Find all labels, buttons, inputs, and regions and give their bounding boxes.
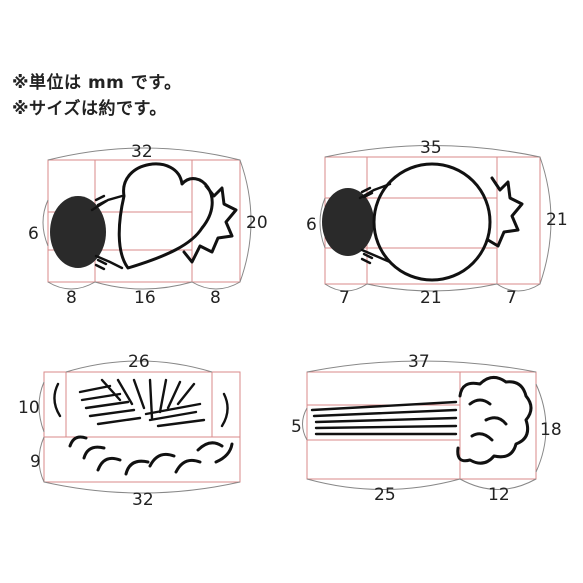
stamp2-width-label: 35 bbox=[420, 138, 442, 158]
smoke-puff bbox=[456, 376, 533, 465]
burst-lines-2 bbox=[486, 176, 524, 248]
sun-rays bbox=[53, 378, 229, 428]
stamp1-bottom-label-left: 8 bbox=[66, 288, 77, 308]
stamp1-bottom-arcs bbox=[47, 281, 241, 290]
stamp4-outline-box bbox=[306, 371, 537, 480]
stamp4-bottom-arcs bbox=[306, 478, 537, 490]
sunrays-cloud-stamp: 26 10 9 32 bbox=[18, 352, 241, 510]
stamp4-right-arc bbox=[535, 383, 547, 473]
girl-hair bbox=[50, 196, 106, 268]
stamp2-bottom-label-left: 7 bbox=[339, 288, 350, 308]
stamp3-left-top-label: 10 bbox=[18, 398, 40, 418]
stamp3-top-arc bbox=[65, 360, 213, 373]
stamp1-width-label: 32 bbox=[131, 142, 153, 162]
round-balloon bbox=[372, 162, 492, 282]
cloud-scallops bbox=[68, 435, 234, 476]
speedlines-smoke-stamp: 37 5 18 25 12 bbox=[291, 352, 562, 505]
stamp2-bottom-arcs bbox=[324, 283, 541, 292]
stamp4-left-label: 5 bbox=[291, 417, 302, 437]
stamp3-outline-box bbox=[43, 371, 241, 483]
girl-sleeves-2 bbox=[360, 186, 374, 265]
girl-sleeves bbox=[94, 194, 108, 271]
stamp2-bottom-label-mid: 21 bbox=[420, 288, 442, 308]
stamp3-bottom-arc bbox=[43, 481, 241, 494]
burst-lines bbox=[182, 184, 238, 264]
girl-hair-2 bbox=[322, 188, 374, 256]
girl-arms bbox=[90, 194, 124, 270]
stamp3-top-label: 26 bbox=[128, 352, 150, 372]
stamp2-right-arc bbox=[539, 156, 552, 285]
stamp3-left-arcs bbox=[38, 381, 45, 483]
stamp2-top-arc bbox=[324, 145, 541, 158]
stamp1-height-label: 20 bbox=[246, 213, 268, 233]
stamp3-bottom-label: 32 bbox=[132, 490, 154, 510]
round-balloon-stamp: 35 21 6 7 21 7 bbox=[306, 138, 568, 308]
size-note: ※サイズは約です。 bbox=[12, 99, 167, 119]
stamp1-bottom-label-mid: 16 bbox=[134, 288, 156, 308]
stamp1-side-label: 6 bbox=[28, 224, 39, 244]
stamp4-right-label: 18 bbox=[540, 420, 562, 440]
stamp2-side-label: 6 bbox=[306, 215, 317, 235]
stamp2-left-arc bbox=[319, 197, 326, 249]
stamp4-bottom-label-right: 12 bbox=[488, 485, 510, 505]
stamp1-outline-box bbox=[47, 159, 241, 283]
unit-note: ※単位は mm です。 bbox=[12, 73, 182, 93]
stamp1-right-arc bbox=[239, 159, 252, 283]
stamp1-top-arc bbox=[47, 147, 241, 161]
speed-lines bbox=[310, 400, 458, 436]
heart-balloon bbox=[117, 162, 214, 270]
stamp4-top-arc bbox=[306, 360, 537, 373]
stamp4-width-label: 37 bbox=[408, 352, 430, 372]
heart-balloon-stamp: 32 20 6 8 16 8 bbox=[28, 142, 268, 308]
stamp1-left-arc bbox=[42, 199, 49, 247]
stamp2-bottom-label-right: 7 bbox=[506, 288, 517, 308]
stamp4-bottom-label-left: 25 bbox=[374, 485, 396, 505]
stamp2-height-label: 21 bbox=[546, 210, 568, 230]
stamp4-left-arc bbox=[302, 407, 308, 441]
stamp1-bottom-label-right: 8 bbox=[210, 288, 221, 308]
stamp3-left-bottom-label: 9 bbox=[30, 452, 41, 472]
